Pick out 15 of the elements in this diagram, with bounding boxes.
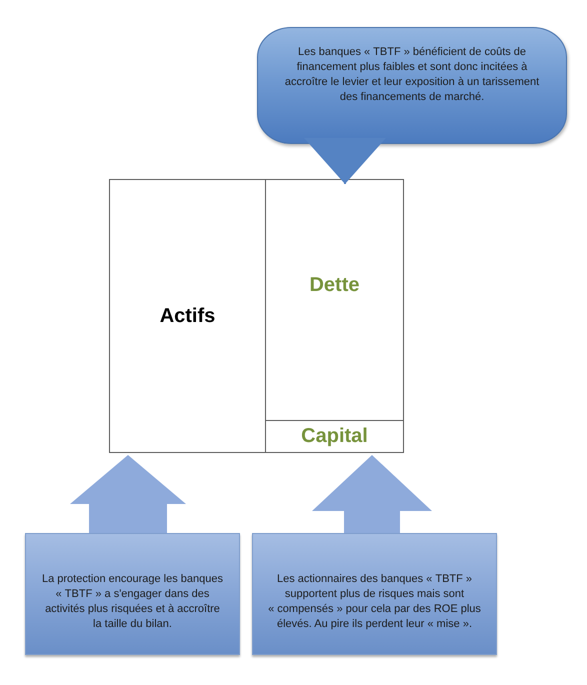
callout-box	[252, 533, 497, 655]
balance-sheet-cell	[265, 420, 404, 453]
cell-label: Capital	[301, 425, 368, 448]
block-arrow	[70, 455, 186, 533]
balance-sheet-cell	[109, 179, 266, 453]
block-arrow	[312, 455, 432, 533]
callout-text: La protection encourage les banques « TBTF » a s'engager dans des activités plus risquées et à accroître la taille du bilan.	[41, 572, 224, 632]
cell-label: Dette	[309, 274, 360, 296]
callout-text: Les actionnaires des banques « TBTF » supportent plus de risques mais sont « compensés » pour cela par des ROE plus élevés. Au pire ils perdent leur « mise ».	[267, 572, 482, 632]
callout-pointer	[304, 138, 386, 184]
cell-label: Actifs	[160, 304, 216, 328]
callout-box	[25, 533, 240, 655]
callout-bubble	[257, 27, 567, 144]
callout-text: Les banques « TBTF » bénéficient de coûts de financement plus faibles et sont donc incitées à accroître le levier et leur exposition à un tarissement des financements de marché.	[284, 44, 540, 104]
balance-sheet-cell	[265, 179, 404, 421]
